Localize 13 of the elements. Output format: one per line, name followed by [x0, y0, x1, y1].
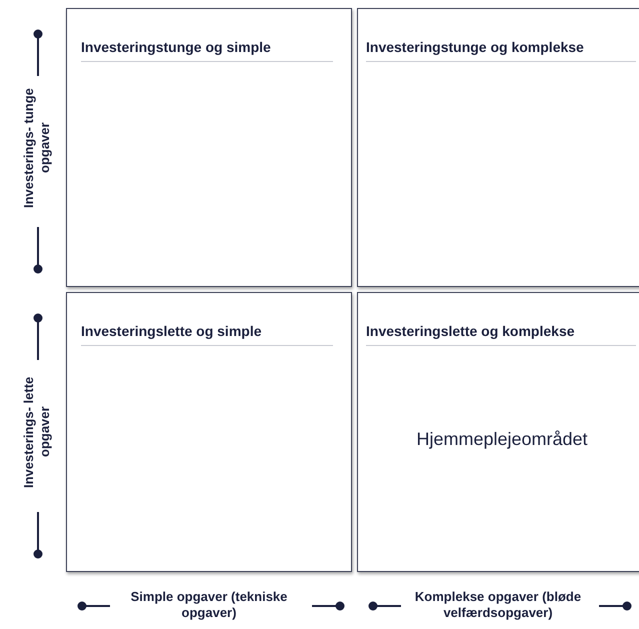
quadrant-text: Hjemmeplejeområdet: [415, 429, 589, 450]
axis-label: Simple opgaver (tekniske opgaver): [130, 589, 288, 621]
axis-label: Komplekse opgaver (bløde velfærdsopgaver): [414, 589, 582, 621]
quadrant-heading: Investeringstunge og simple: [81, 39, 333, 62]
quadrant-box: [66, 8, 352, 287]
quadrant-heading: Investeringstunge og komplekse: [366, 39, 636, 62]
quadrant-heading: Investeringslette og komplekse: [366, 323, 636, 346]
axis-label: Investerings- tunge opgaver: [21, 86, 53, 210]
quadrant-heading: Investeringslette og simple: [81, 323, 333, 346]
quadrant-box: [357, 8, 639, 287]
quadrant-box: [357, 292, 639, 572]
quadrant-box: [66, 292, 352, 572]
axis-label: Investerings- lette opgaver: [21, 375, 53, 490]
